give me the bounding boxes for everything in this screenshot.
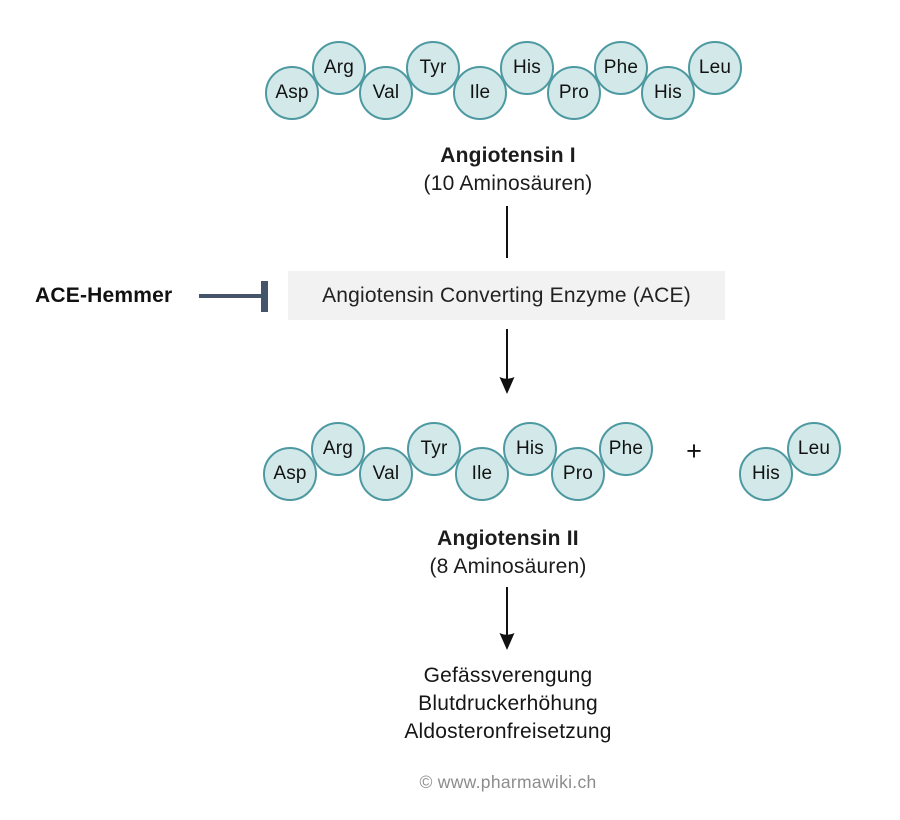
amino-acid-circle-his: His <box>500 41 554 95</box>
angiotensin2-name: Angiotensin II <box>437 527 579 550</box>
amino-acid-circle-phe-2: Phe <box>599 422 653 476</box>
amino-acid-circle-asp: Asp <box>265 66 319 120</box>
amino-acid-circle-tyr: Tyr <box>406 41 460 95</box>
down-arrow-head-icon <box>499 377 515 394</box>
amino-acid-circle-phe: Phe <box>594 41 648 95</box>
angiotensin1-subtitle: (10 Aminosäuren) <box>423 172 593 195</box>
amino-acid-circle-leu-cleaved: Leu <box>787 422 841 476</box>
down-arrow2-shaft <box>506 587 508 635</box>
angiotensin1-name: Angiotensin I <box>440 144 576 167</box>
amino-acid-circle-asp-2: Asp <box>263 447 317 501</box>
amino-acid-circle-pro: Pro <box>547 66 601 120</box>
amino-acid-circle-ile-2: Ile <box>455 447 509 501</box>
amino-acid-circle-pro-2: Pro <box>551 447 605 501</box>
connector-line <box>506 206 508 258</box>
effect-aldosterone: Aldosteronfreisetzung <box>404 720 612 743</box>
ace-inhibitor-label: ACE-Hemmer <box>35 284 173 307</box>
effects-list: Gefässverengung Blutdruckerhöhung Aldost… <box>308 662 708 746</box>
copyright-notice: © www.pharmawiki.ch <box>419 772 597 792</box>
amino-acid-circle-tyr-2: Tyr <box>407 422 461 476</box>
down-arrow-shaft <box>506 329 508 379</box>
amino-acid-circle-his-cleaved: His <box>739 447 793 501</box>
amino-acid-circle-val-2: Val <box>359 447 413 501</box>
amino-acid-circle-val: Val <box>359 66 413 120</box>
enzyme-box: Angiotensin Converting Enzyme (ACE) <box>288 271 725 320</box>
inhibition-line-icon <box>199 294 262 298</box>
plus-sign: + <box>686 436 702 466</box>
amino-acid-circle-ile: Ile <box>453 66 507 120</box>
amino-acid-circle-arg-2: Arg <box>311 422 365 476</box>
effect-blood-pressure: Blutdruckerhöhung <box>418 692 598 715</box>
amino-acid-circle-leu: Leu <box>688 41 742 95</box>
angiotensin2-subtitle: (8 Aminosäuren) <box>429 555 587 578</box>
amino-acid-circle-his-2: His <box>503 422 557 476</box>
amino-acid-circle-his2: His <box>641 66 695 120</box>
down-arrow2-head-icon <box>499 633 515 650</box>
angiotensin1-title: Angiotensin I (10 Aminosäuren) <box>308 142 708 198</box>
enzyme-label: Angiotensin Converting Enzyme (ACE) <box>322 283 691 307</box>
amino-acid-circle-arg: Arg <box>312 41 366 95</box>
effect-vasoconstriction: Gefässverengung <box>423 664 593 687</box>
angiotensin2-title: Angiotensin II (8 Aminosäuren) <box>308 525 708 581</box>
inhibition-tbar-icon <box>261 281 268 312</box>
